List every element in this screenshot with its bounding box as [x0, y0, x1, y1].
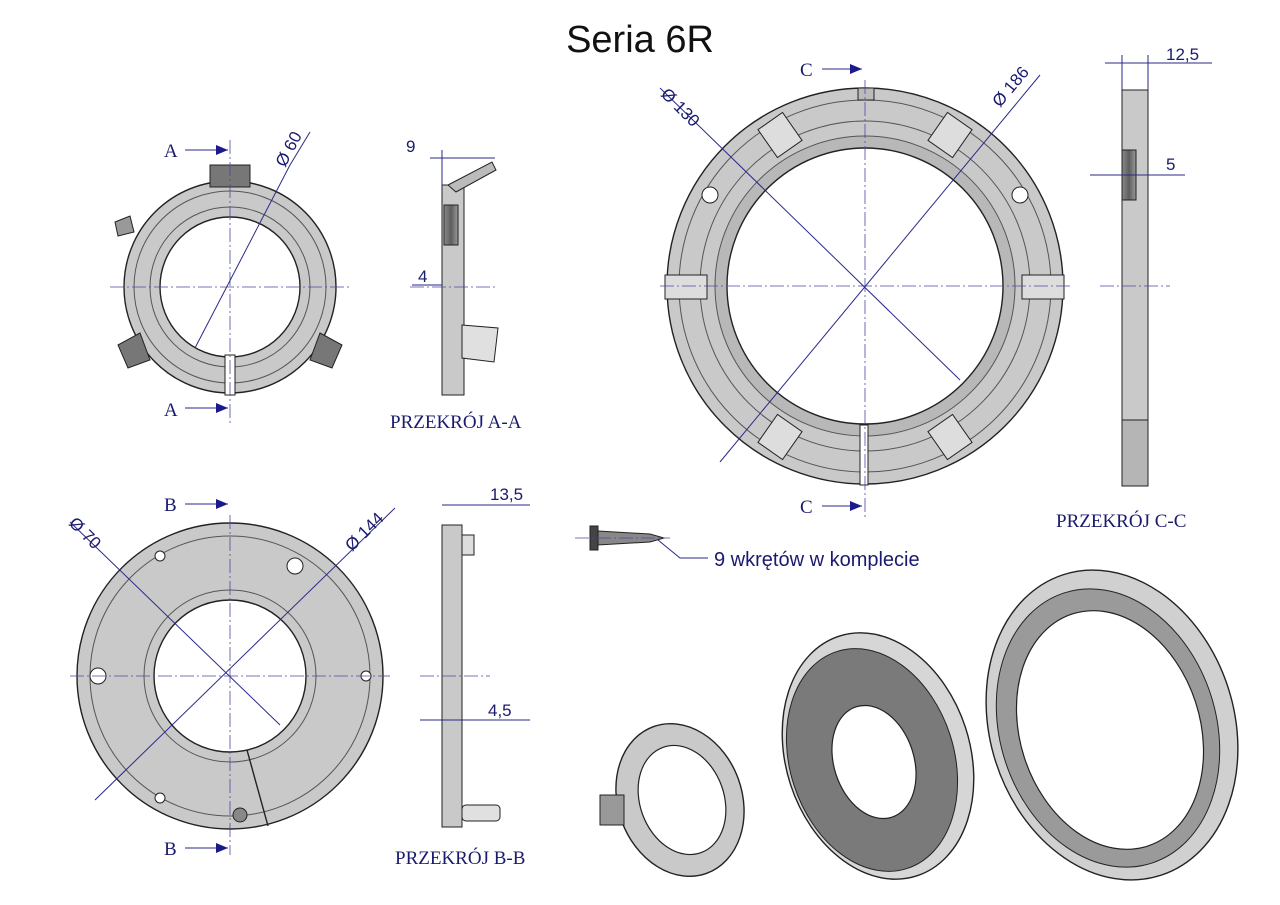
ring-a-front-view [110, 131, 350, 425]
dim-w5: 5 [1166, 155, 1175, 174]
iso-ring-a [599, 722, 745, 878]
screw-note: 9 wkrętów w komplecie [714, 549, 920, 571]
section-a-top-label: A [164, 141, 178, 162]
section-bb-profile [420, 504, 530, 828]
section-c-top-label: C [800, 60, 813, 81]
section-aa-profile [410, 150, 499, 396]
ring-c-front-view [659, 74, 1070, 520]
section-c-bottom-label: C [800, 497, 813, 518]
iso-ring-c [985, 569, 1239, 881]
dim-d70: Ø 70 [65, 513, 104, 552]
dim-d144: Ø 144 [341, 509, 387, 555]
section-b-bottom-label: B [164, 839, 177, 860]
section-cc-label: PRZEKRÓJ C-C [1056, 510, 1186, 532]
dim-d60: Ø 60 [272, 128, 306, 169]
section-b-marks [185, 499, 228, 853]
dim-w4: 4 [418, 267, 427, 286]
screw-illustration [575, 525, 708, 559]
section-cc-profile [1090, 55, 1212, 487]
iso-ring-b [781, 632, 975, 880]
section-c-marks [822, 64, 862, 511]
dim-w12-5: 12,5 [1166, 45, 1199, 64]
section-bb-label: PRZEKRÓJ B-B [395, 847, 525, 869]
section-aa-label: PRZEKRÓJ A-A [390, 411, 522, 433]
ring-b-front-view [69, 507, 396, 855]
section-a-bottom-label: A [164, 400, 178, 421]
dim-w9: 9 [406, 137, 415, 156]
dim-d186: Ø 186 [989, 63, 1033, 111]
section-a-marks [185, 145, 228, 413]
dim-w4-5: 4,5 [488, 701, 512, 720]
section-b-top-label: B [164, 495, 177, 516]
dim-w13-5: 13,5 [490, 485, 523, 504]
drawing-title: Seria 6R [566, 19, 714, 61]
dim-d130: Ø 130 [657, 84, 703, 130]
